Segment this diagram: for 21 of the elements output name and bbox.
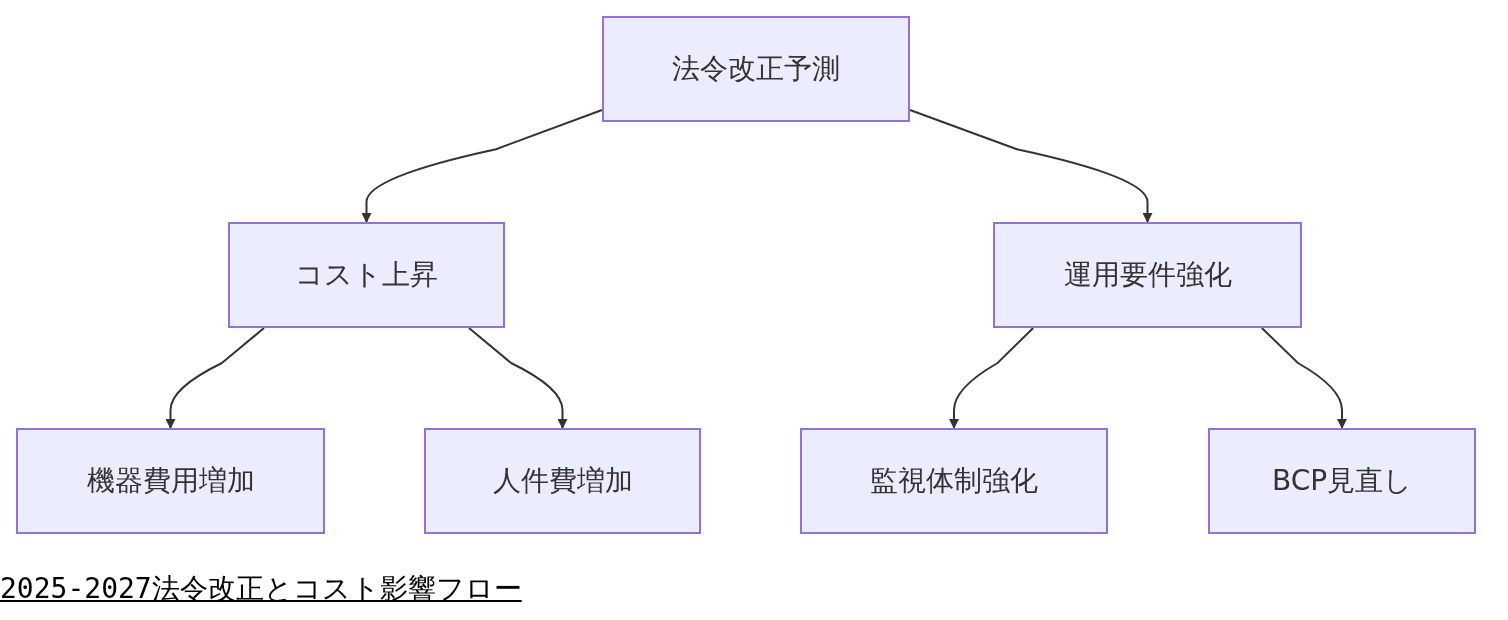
box-label: 監視体制強化 xyxy=(870,463,1038,499)
box-label: 人件費増加 xyxy=(492,463,633,499)
arrow xyxy=(468,327,568,429)
caption: 2025-2027法令改正とコスト影響フロー xyxy=(0,571,522,607)
process-box xyxy=(424,428,701,534)
process-box xyxy=(800,428,1108,534)
arrow xyxy=(1260,327,1347,429)
arrow xyxy=(165,327,265,429)
box-label: コスト上昇 xyxy=(295,257,438,293)
box-label: 運用要件強化 xyxy=(1063,257,1232,293)
arrow xyxy=(361,109,603,223)
process-box xyxy=(993,222,1302,328)
box-label: 機器費用増加 xyxy=(86,463,255,499)
arrow xyxy=(909,109,1153,223)
process-box xyxy=(1208,428,1476,534)
box-label: 法令改正予測 xyxy=(672,51,840,87)
box-label: BCP見直し xyxy=(1271,463,1413,499)
process-box xyxy=(16,428,325,534)
process-box xyxy=(602,16,910,122)
arrow xyxy=(949,327,1035,429)
process-box xyxy=(228,222,505,328)
